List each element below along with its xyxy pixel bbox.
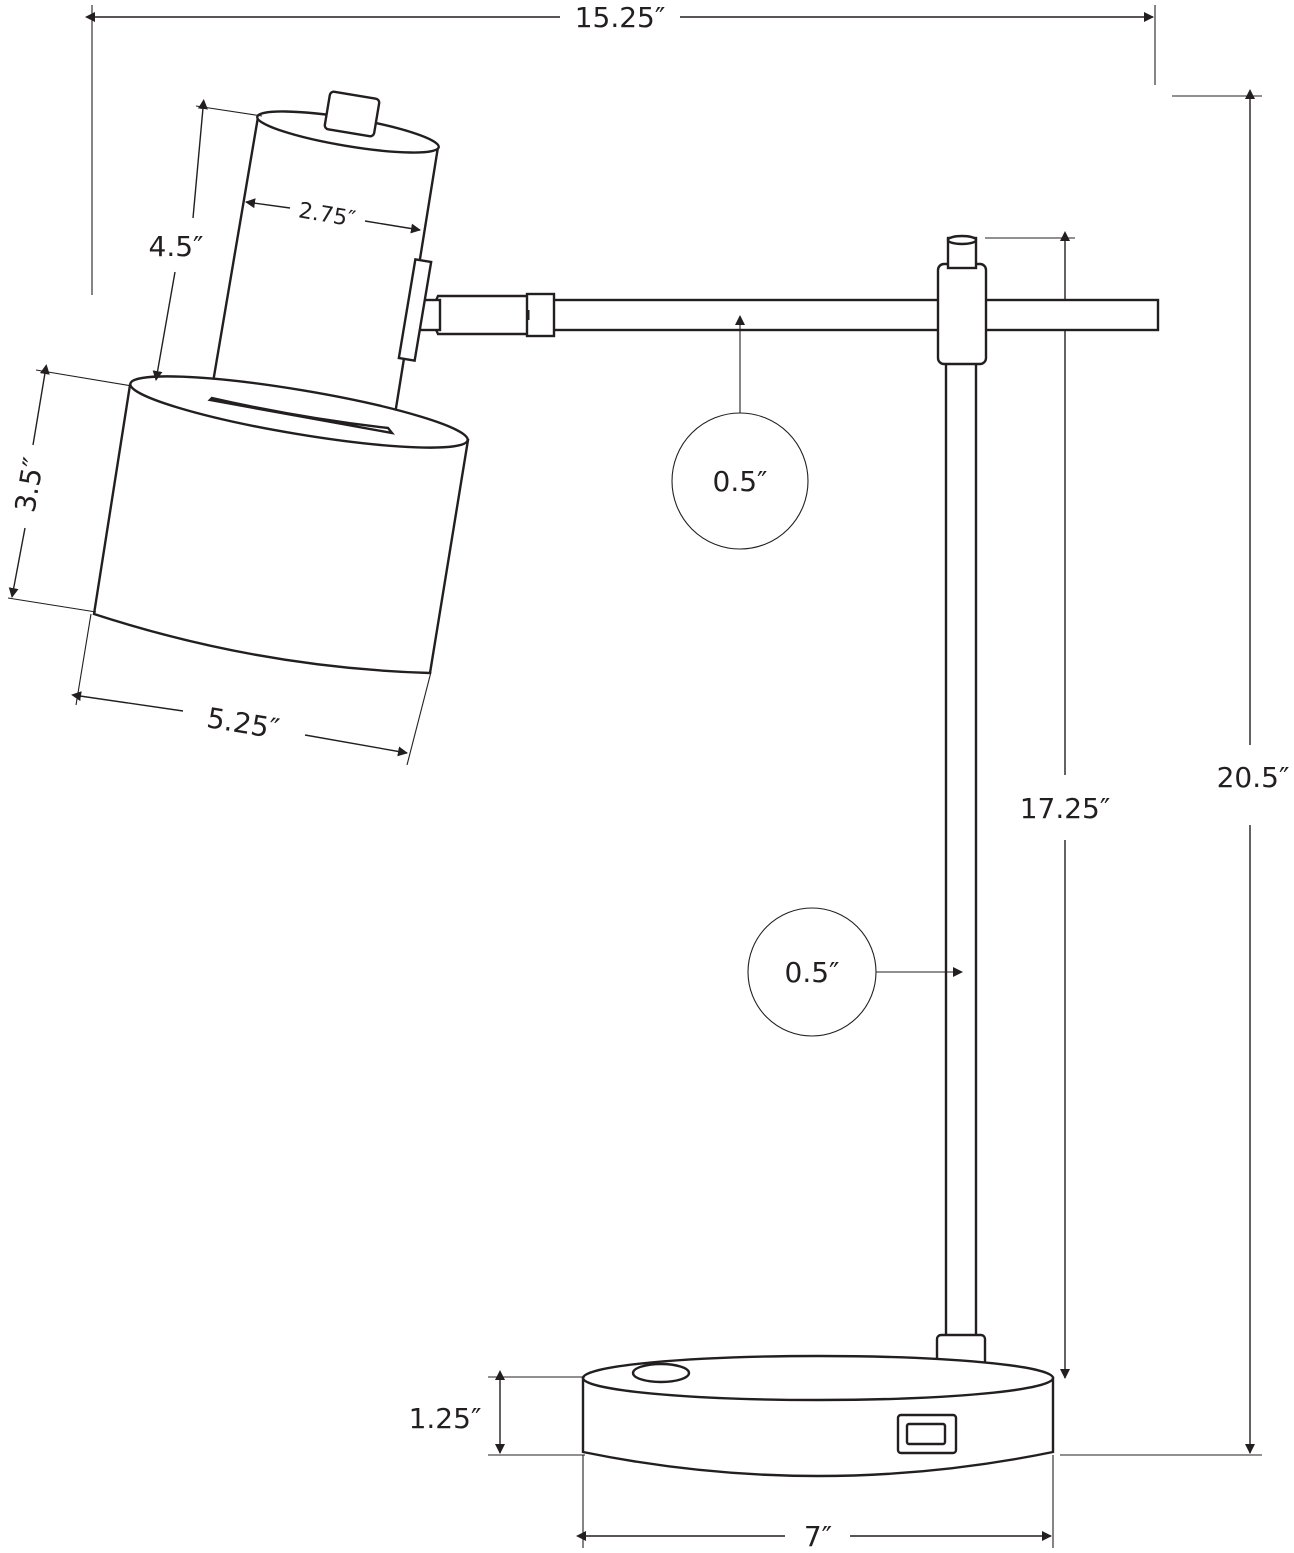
dimension-arrow — [71, 691, 184, 712]
callout-circle — [747, 907, 877, 1037]
arm-joint-sleeve — [431, 294, 530, 336]
post-diameter-callout: 0.5″ — [747, 907, 963, 1037]
post-diameter-label: 0.5″ — [785, 956, 840, 989]
dimension-arrow — [304, 734, 408, 757]
lamp-post — [935, 234, 988, 1383]
usb-port-icon — [905, 1422, 947, 1446]
overall-width-dimension: 15.25″ — [85, 1, 1156, 295]
arm-tube — [551, 298, 1160, 332]
lamp-shade — [92, 375, 470, 675]
base-height-dimension: 1.25″ — [409, 1370, 585, 1456]
top-knob — [323, 90, 381, 138]
extension-line — [35, 369, 133, 387]
shade-body — [92, 383, 470, 675]
extension-line — [75, 613, 92, 706]
shade-height-dimension: 3.5″ — [7, 364, 133, 613]
overall-height-label: 20.5″ — [1217, 761, 1290, 794]
base-width-dimension: 7″ — [576, 1455, 1054, 1553]
lamp-base — [581, 1354, 1055, 1478]
upper-cylinder-height-dimension: 4.5″ — [149, 99, 263, 381]
extension-line — [406, 671, 432, 766]
dimension-arrow — [364, 220, 421, 234]
post-tube — [944, 358, 978, 1342]
arm-diameter-label: 0.5″ — [713, 465, 768, 498]
arm-diameter-callout: 0.5″ — [671, 315, 809, 550]
overall-height-dimension: 20.5″ — [1060, 89, 1290, 1456]
dimension-arrow — [152, 271, 176, 381]
lamp-arm — [418, 292, 1160, 338]
dimension-arrow — [32, 364, 50, 446]
arm-collar — [525, 292, 556, 338]
post-height-label: 17.25″ — [1020, 792, 1111, 825]
overall-width-label: 15.25″ — [575, 1, 666, 34]
side-switch — [397, 257, 433, 363]
shade-height-label: 3.5″ — [8, 455, 50, 515]
base-height-label: 1.25″ — [409, 1402, 482, 1435]
post-top-connector — [936, 262, 988, 366]
base-dial — [631, 1362, 691, 1384]
shade-width-label: 5.25″ — [204, 701, 281, 746]
callout-circle — [671, 412, 809, 550]
base-top — [581, 1354, 1055, 1402]
dimension-arrow — [192, 99, 208, 219]
dimension-arrow — [8, 527, 26, 598]
dimension-arrow — [245, 198, 291, 209]
base-width-label: 7″ — [804, 1520, 832, 1553]
post-height-dimension: 17.25″ — [985, 231, 1111, 1379]
extension-line — [7, 597, 97, 613]
upper-cylinder-height-label: 4.5″ — [149, 230, 204, 263]
extension-line — [195, 105, 263, 117]
